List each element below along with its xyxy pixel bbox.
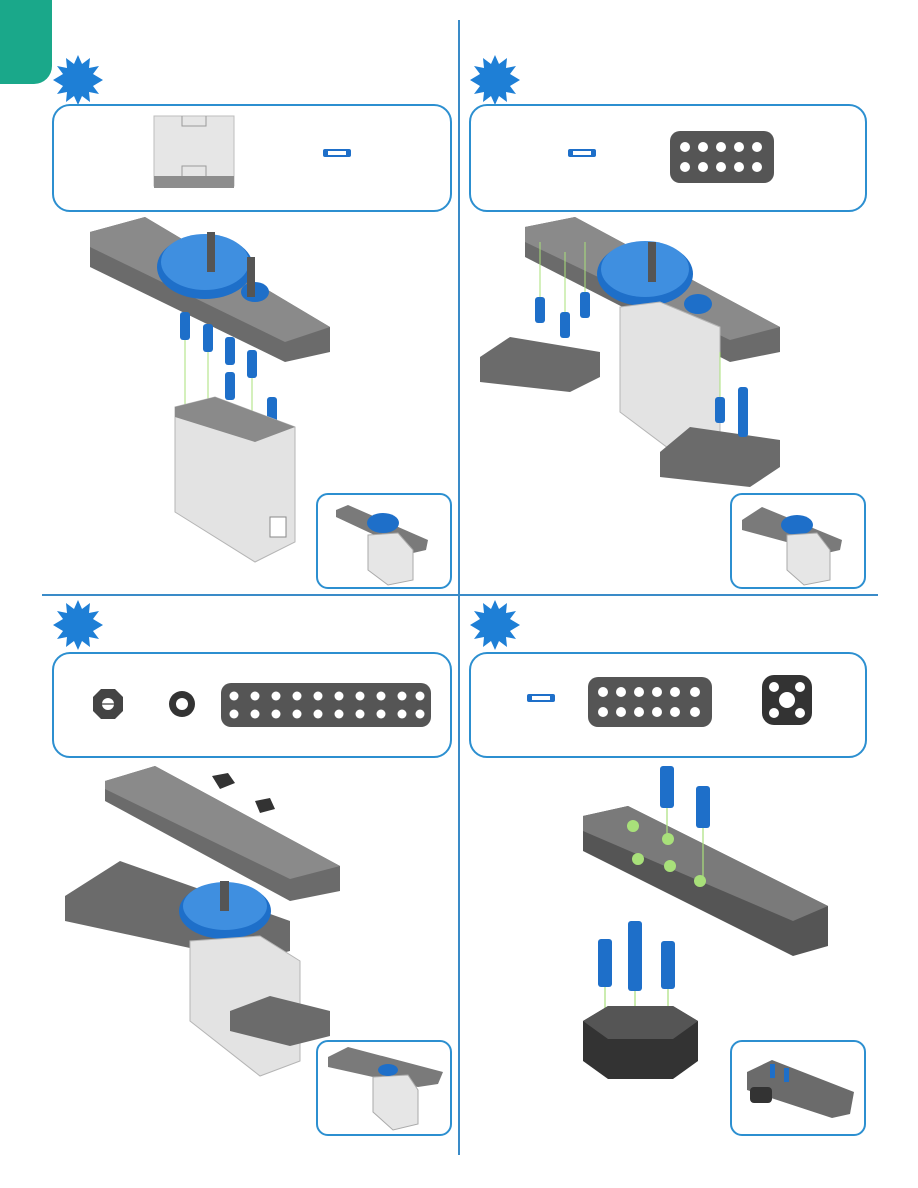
parts-list-box	[469, 652, 867, 758]
inset-illustration	[732, 495, 864, 587]
connector-pin-icon	[322, 146, 352, 160]
step-1-inset-view	[316, 493, 452, 589]
beam-2x10-icon	[220, 682, 432, 728]
step-number	[470, 55, 520, 105]
beam-2x6-icon	[587, 676, 713, 728]
step-number	[53, 55, 103, 105]
inset-illustration	[318, 495, 450, 587]
step-2-assembly-illustration	[480, 212, 785, 497]
connector-pin-icon	[567, 146, 597, 160]
parts-list-box	[52, 652, 452, 758]
step-3	[0, 596, 458, 1188]
step-4-inset-view	[730, 1040, 866, 1136]
step-1-assembly-illustration	[85, 212, 335, 582]
step-number	[470, 600, 520, 650]
rubber-spacer-icon	[168, 690, 196, 718]
parts-list-box	[469, 104, 867, 212]
inset-illustration	[732, 1042, 864, 1134]
step-3-assembly-illustration	[60, 761, 345, 1171]
shaft-collar-icon	[92, 688, 124, 720]
parts-list-box	[52, 104, 452, 212]
step-2	[460, 0, 918, 594]
motor-block-icon	[152, 114, 236, 192]
beam-2x5-icon	[669, 130, 775, 184]
corner-connector-icon	[761, 674, 813, 726]
step-number	[53, 600, 103, 650]
step-4	[460, 596, 918, 1188]
step-3-inset-view	[316, 1040, 452, 1136]
step-2-inset-view	[730, 493, 866, 589]
connector-pin-icon	[526, 691, 556, 705]
step-1	[0, 0, 458, 594]
inset-illustration	[318, 1042, 450, 1134]
